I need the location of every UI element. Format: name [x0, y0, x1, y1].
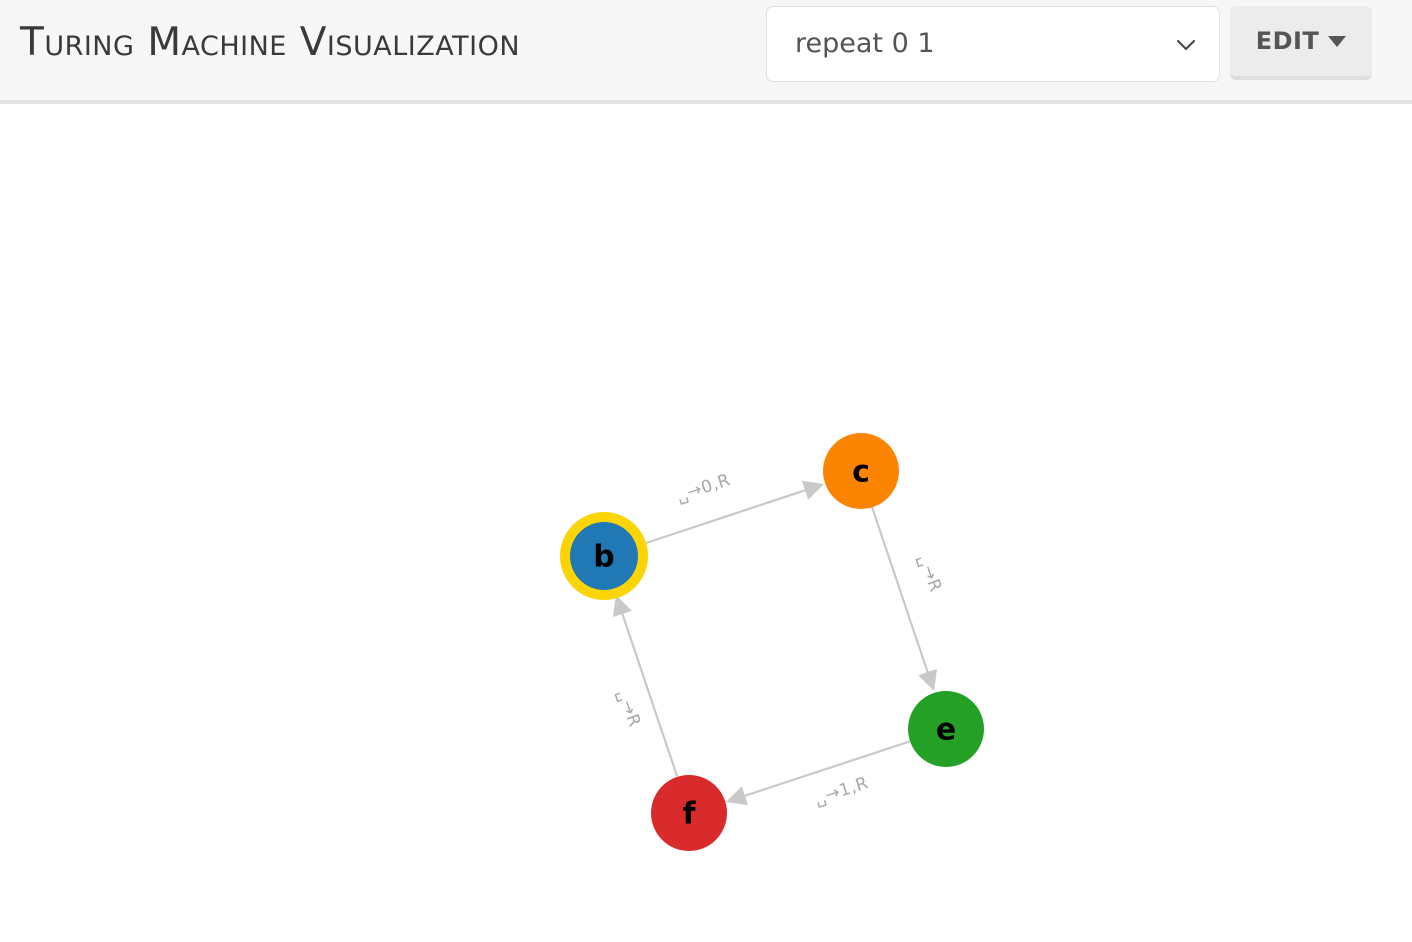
state-node-circle[interactable] — [651, 775, 727, 851]
state-node-c[interactable]: c — [823, 433, 899, 509]
machine-select[interactable]: repeat 0 1 — [766, 6, 1220, 82]
edges-layer: ␣→0,R ␣→R ␣→1,R ␣→R — [612, 470, 945, 809]
edge-label: ␣→R — [914, 552, 945, 595]
chevron-down-icon — [1175, 34, 1197, 56]
page-title: Turing Machine Visualization — [20, 20, 521, 65]
caret-down-icon — [1328, 35, 1347, 47]
edge-arrowhead — [918, 668, 938, 691]
edge-arrowhead — [612, 595, 632, 618]
edge-line — [621, 613, 679, 777]
edit-button[interactable]: EDIT — [1230, 6, 1372, 80]
state-node-circle[interactable] — [823, 433, 899, 509]
edge-c-to-e[interactable]: ␣→R — [870, 506, 945, 691]
edge-label: ␣→1,R — [812, 773, 871, 809]
machine-select-wrapper: repeat 0 1 — [766, 6, 1220, 82]
nodes-layer: b c e f — [560, 433, 984, 851]
edit-button-label: EDIT — [1255, 27, 1320, 55]
edge-arrowhead — [726, 786, 749, 806]
edge-label: ␣→R — [613, 687, 644, 730]
edge-f-to-b[interactable]: ␣→R — [612, 595, 679, 777]
state-node-circle[interactable] — [570, 522, 638, 590]
edge-e-to-f[interactable]: ␣→1,R — [726, 739, 912, 809]
state-node-e[interactable]: e — [908, 691, 984, 767]
edge-line — [744, 739, 912, 797]
edge-label: ␣→0,R — [674, 470, 733, 506]
state-node-b[interactable]: b — [560, 512, 648, 600]
machine-select-value: repeat 0 1 — [795, 28, 935, 59]
edge-line — [636, 489, 806, 548]
state-node-f[interactable]: f — [651, 775, 727, 851]
edge-arrowhead — [801, 480, 824, 500]
edge-line — [870, 506, 929, 673]
graph-canvas[interactable]: ␣→0,R ␣→R ␣→1,R ␣→R b c e f — [0, 108, 1412, 942]
edge-b-to-c[interactable]: ␣→0,R — [636, 470, 824, 548]
state-node-circle[interactable] — [908, 691, 984, 767]
app-header: Turing Machine Visualization repeat 0 1 … — [0, 0, 1412, 104]
state-diagram: ␣→0,R ␣→R ␣→1,R ␣→R b c e f — [560, 433, 984, 851]
